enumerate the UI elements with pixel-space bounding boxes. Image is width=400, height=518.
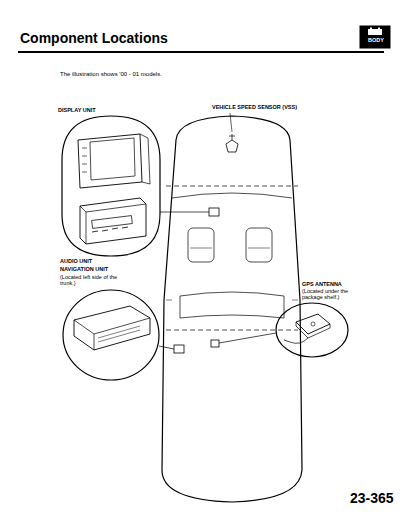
front-seat <box>188 228 214 262</box>
location-marker <box>174 345 184 353</box>
part-name: GPS ANTENNA <box>302 281 372 287</box>
navigation-unit <box>74 306 150 350</box>
inset-outline <box>63 290 159 380</box>
title-rule <box>18 51 384 53</box>
note: The illustration shows '00 - 01 models. <box>60 71 260 78</box>
page-number: 23-365 <box>350 490 395 506</box>
part-name: NAVIGATION UNIT <box>60 266 140 272</box>
display-unit <box>78 134 142 188</box>
location-note: (Located under the package shelf.) <box>302 288 362 301</box>
location-marker <box>211 340 219 347</box>
part-name: AUDIO UNIT <box>60 258 120 264</box>
section-tag: BODY <box>362 37 390 43</box>
part-name: DISPLAY UNIT <box>58 107 138 113</box>
inset-outline <box>276 303 348 357</box>
inset-outline <box>62 116 160 256</box>
rear-seat <box>180 292 284 318</box>
location-note: (Located left side of the trunk.) <box>60 274 118 287</box>
location-marker <box>209 208 219 216</box>
section-icon <box>360 26 390 48</box>
audio-unit <box>80 198 146 244</box>
part-name: VEHICLE SPEED SENSOR (VSS) <box>212 104 332 110</box>
page-title: Component Locations <box>20 30 280 46</box>
vss-sensor <box>226 140 238 152</box>
front-seat <box>246 228 272 262</box>
car-outline <box>162 116 302 502</box>
